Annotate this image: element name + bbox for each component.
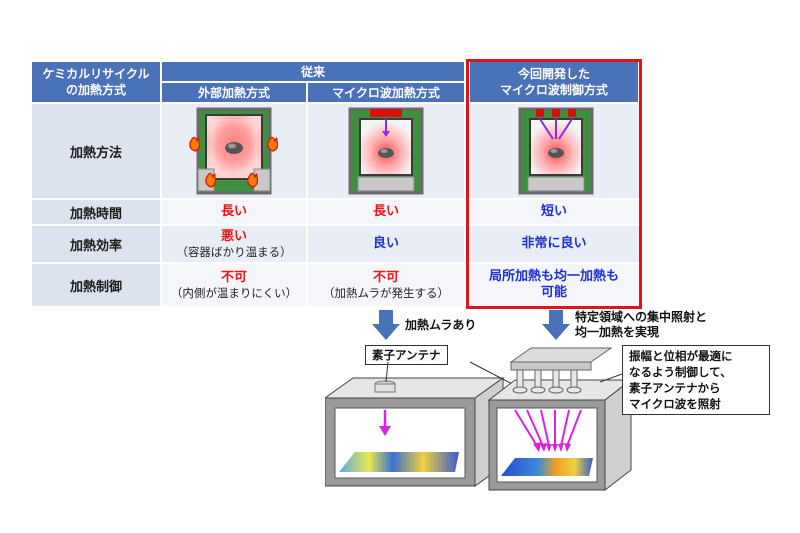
row-label-heating-control: 加熱制御 [32,264,160,306]
control-callout-line4: マイクロ波を照射 [629,397,721,411]
group-header-conventional: 従来 [162,62,464,81]
corner-header: ケミカルリサイクル の加熱方式 [32,62,160,102]
flame-icon [189,136,279,188]
cell-control-external: 不可 （内側が温まりにくい） [162,264,306,306]
value-text: 非常に良い [521,236,587,251]
right-arrow-label: 特定領域への集中照射と 均一加熱を実現 [575,310,707,340]
left-arrow-label: 加熱ムラあり [405,318,477,332]
value-subtext: （内側が温まりにくい） [170,286,298,300]
control-callout-line2: なるよう制御して、 [629,365,732,379]
controlled-microwave-cavity-diagram [487,347,633,492]
value-text: 悪い [220,229,247,244]
conventional-microwave-cavity-diagram [325,377,505,487]
cell-time-new: 短い [466,200,642,224]
cell-control-new: 局所加熱も均一加熱も 可能 [466,264,642,306]
value-text: 長い [220,204,247,219]
antenna-callout: 素子アンテナ [365,345,448,365]
cell-efficiency-external: 悪い （容器ばかり温まる） [162,226,306,262]
down-arrow-left-icon [372,310,400,340]
col-header-microwave: マイクロ波加熱方式 [308,83,464,102]
col-header-new-line2: マイクロ波制御方式 [500,83,608,97]
cell-time-external: 長い [162,200,306,224]
corner-header-line2: の加熱方式 [65,83,126,97]
external-heating-illustration [189,107,279,195]
col-header-external-label: 外部加熱方式 [197,85,270,100]
cell-time-microwave: 長い [308,200,464,224]
cell-efficiency-microwave: 良い [308,226,464,262]
row-label-heating-efficiency: 加熱効率 [32,226,160,262]
right-arrow-label-line1: 特定領域への集中照射と [575,310,708,324]
value-text: 短い [540,204,567,219]
right-arrow-label-line2: 均一加熱を実現 [575,325,660,339]
row-label-heating-method: 加熱方法 [32,104,160,198]
highlight-frame [466,59,642,309]
value-text: 不可 [220,270,247,285]
value-subtext: （容器ばかり温まる） [176,245,292,259]
row-label-text: 加熱時間 [69,206,122,222]
value-text-line2: 可能 [540,285,567,300]
control-callout-line3: 素子アンテナから [629,381,721,395]
corner-header-line1: ケミカルリサイクル [42,67,150,81]
control-callout-pointer [599,373,623,383]
value-text: 不可 [372,270,399,285]
value-text-line1: 局所加熱も均一加熱も [488,269,619,284]
row-label-heating-time: 加熱時間 [32,200,160,224]
col-header-new: 今回開発した マイクロ波制御方式 [470,62,638,102]
antenna-callout-text: 素子アンテナ [372,348,441,362]
col-header-microwave-label: マイクロ波加熱方式 [332,85,440,100]
down-arrow-right-icon [542,310,570,340]
col-header-new-line1: 今回開発した [517,67,590,81]
controlled-microwave-illustration [518,107,594,195]
value-subtext: （加熱ムラが発生する） [323,286,449,300]
row-label-text: 加熱効率 [69,238,122,254]
cell-efficiency-new: 非常に良い [466,226,642,262]
value-text: 良い [372,236,399,251]
row-label-text: 加熱方法 [69,145,122,161]
value-text: 長い [372,204,399,219]
group-header-label: 従来 [300,64,325,79]
antenna-callout-pointer [385,361,517,387]
col-header-external: 外部加熱方式 [162,83,306,102]
control-callout: 振幅と位相が最適に なるよう制御して、 素子アンテナから マイクロ波を照射 [622,345,770,415]
cell-control-microwave: 不可 （加熱ムラが発生する） [308,264,464,306]
row-label-text: 加熱制御 [69,279,122,295]
microwave-heating-illustration [348,107,424,195]
control-callout-line1: 振幅と位相が最適に [629,349,733,363]
